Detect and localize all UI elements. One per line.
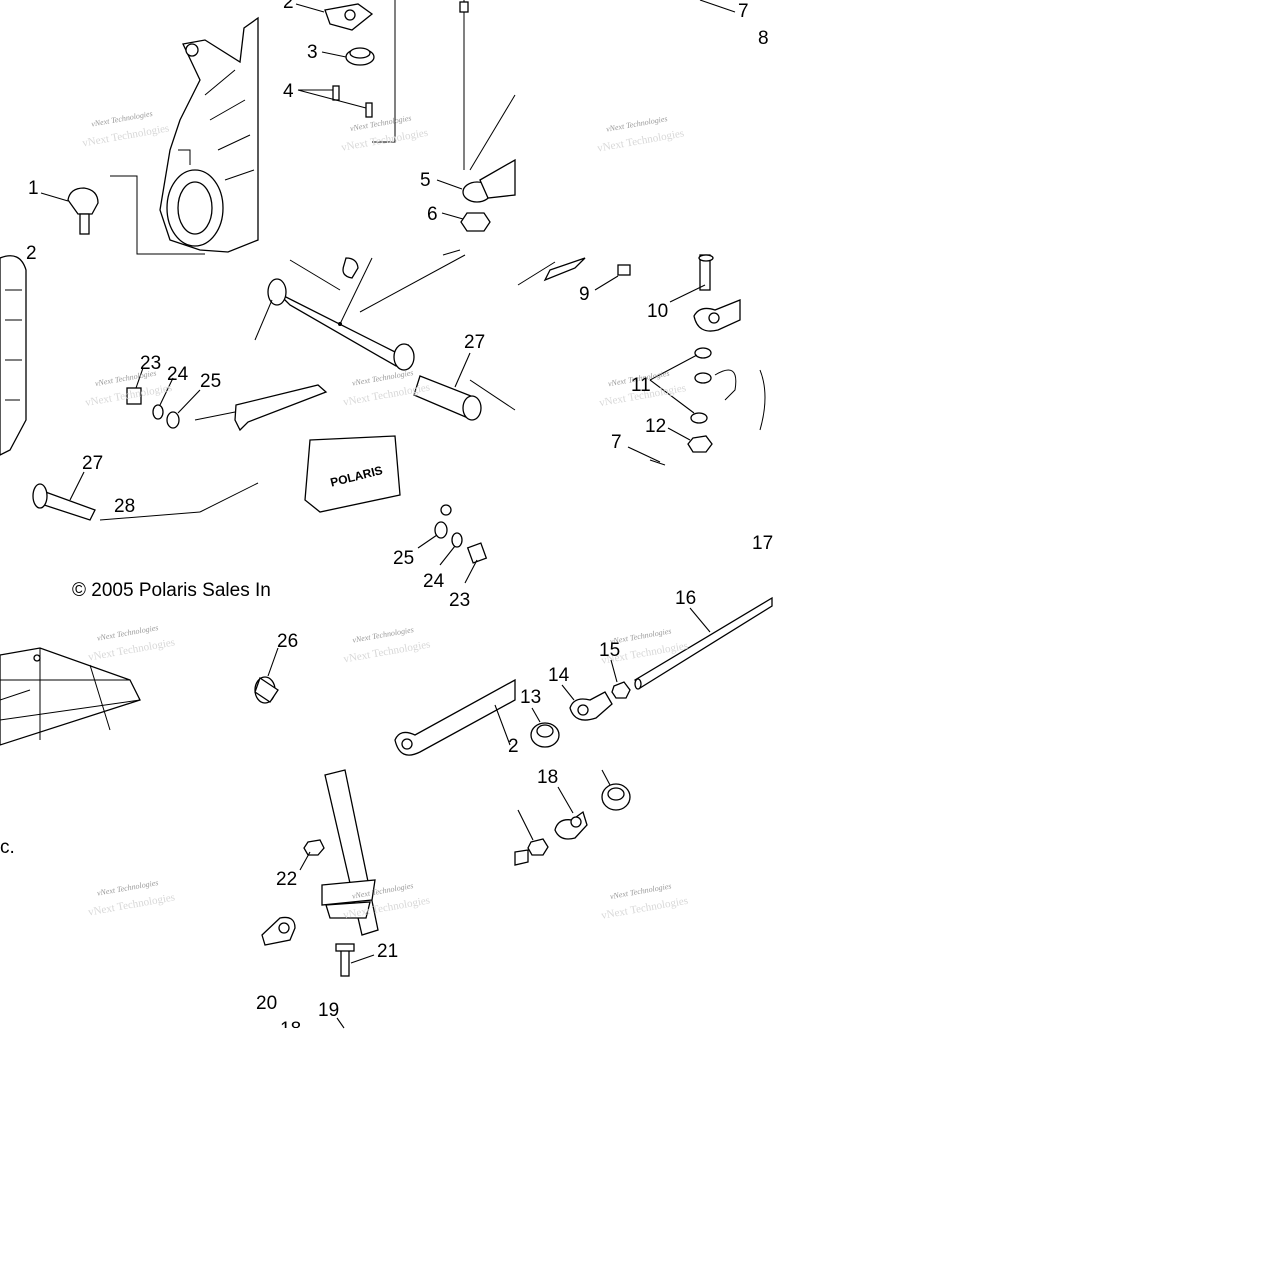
callout-25-right: 25: [393, 548, 414, 569]
callout-20: 20: [256, 993, 277, 1014]
callout-1: 1: [28, 178, 39, 199]
callout-27: 27: [464, 332, 485, 353]
tile-tierod-ends: [514, 596, 773, 866]
callout-10: 10: [647, 301, 668, 322]
callout-16: 16: [675, 588, 696, 609]
tile-hardware-upper: POLARIS: [194, 0, 516, 513]
callout-12: 12: [645, 416, 666, 437]
callout-19: 19: [318, 1000, 339, 1021]
callout-27-left: 27: [82, 453, 103, 474]
callout-9: 9: [579, 284, 590, 305]
tile-steering-post: [254, 647, 516, 1029]
tile-hardware-lower: [32, 367, 488, 584]
callout-23: 23: [140, 353, 161, 374]
callout-4: 4: [283, 81, 294, 102]
callout-5: 5: [420, 170, 431, 191]
callout-22: 22: [276, 869, 297, 890]
callout-8: 8: [758, 28, 769, 49]
copyright-notice: © 2005 Polaris Sales In: [72, 580, 271, 601]
callout-26: 26: [277, 631, 298, 652]
callout-24: 24: [167, 364, 189, 385]
callout-7-right: 7: [611, 432, 622, 453]
callout-6: 6: [427, 204, 438, 225]
tile-spindle: [0, 16, 259, 456]
callout-17: 17: [752, 533, 773, 554]
callout-2-lower: 2: [508, 736, 519, 757]
callout-labels: 2 3 4 5 6 7 8 1 2 9 10 11 12 7 23 24 25 …: [26, 0, 773, 1040]
copyright-notice-tail: c.: [0, 837, 15, 858]
callout-25: 25: [200, 371, 221, 392]
callout-2: 2: [283, 0, 294, 13]
callout-15: 15: [599, 640, 620, 661]
callout-23-right: 23: [449, 590, 470, 611]
callout-24-right: 24: [423, 571, 445, 592]
callout-7: 7: [738, 1, 749, 22]
callout-11: 11: [631, 375, 651, 396]
tile-frame: [0, 647, 141, 746]
callout-14: 14: [548, 665, 570, 686]
callout-13: 13: [520, 687, 541, 708]
callout-18: 18: [537, 767, 558, 788]
callout-28: 28: [114, 496, 135, 517]
callout-3: 3: [307, 42, 318, 63]
callout-21: 21: [377, 941, 398, 962]
callout-2-left: 2: [26, 243, 37, 264]
tile-hardware-right: [517, 0, 766, 466]
